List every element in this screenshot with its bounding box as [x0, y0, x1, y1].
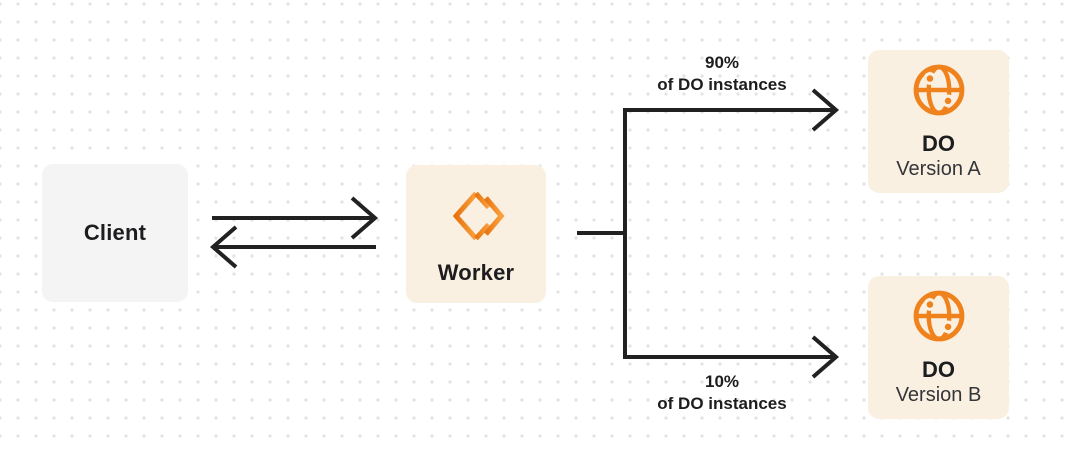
workers-icon — [447, 188, 505, 244]
top-branch-caption: of DO instances — [657, 75, 787, 95]
arrow-client-to-worker — [212, 196, 379, 240]
client-label: Client — [83, 220, 147, 245]
worker-label: Worker — [437, 260, 515, 285]
do-a-title: DO — [922, 130, 955, 156]
client-node: Client — [42, 164, 188, 302]
do-b-subtitle: Version B — [895, 384, 982, 407]
bottom-branch-caption: of DO instances — [657, 394, 787, 414]
top-branch-percent: 90% — [704, 53, 740, 72]
top-branch-label: 90% of DO instances — [597, 52, 847, 97]
globe-icon — [910, 61, 968, 119]
bottom-branch-label: 10% of DO instances — [597, 371, 847, 416]
globe-icon — [910, 287, 968, 345]
arrow-worker-to-client — [209, 225, 376, 269]
bottom-branch-percent: 10% — [704, 372, 740, 391]
do-b-title: DO — [922, 356, 955, 382]
do-version-a-node: DO Version A — [868, 50, 1009, 193]
worker-node: Worker — [406, 165, 546, 303]
do-version-b-node: DO Version B — [868, 276, 1009, 419]
do-a-subtitle: Version A — [896, 158, 981, 181]
